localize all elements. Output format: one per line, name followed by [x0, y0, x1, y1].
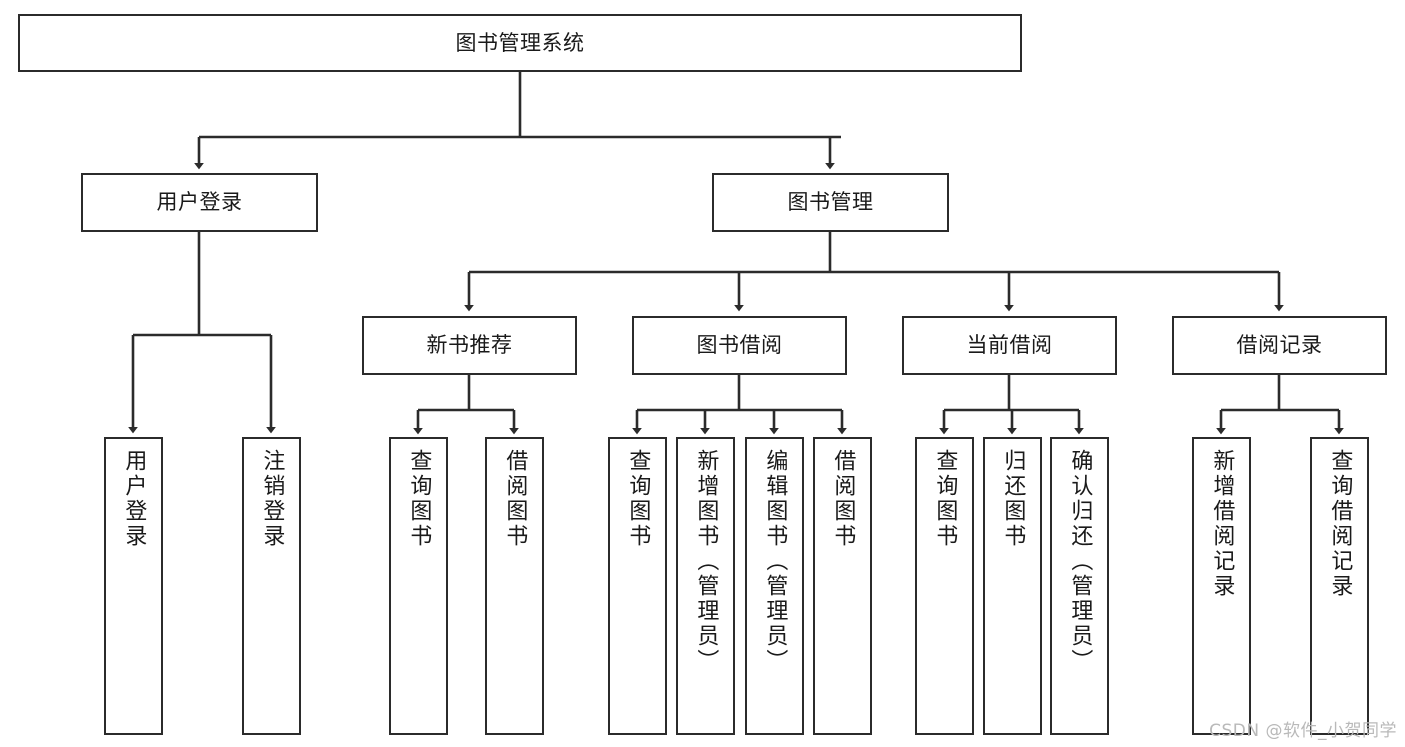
node-leaf-add-book-admin[interactable]: 新增图书（管理员） — [676, 437, 735, 735]
node-leaf-add-borrow-record[interactable]: 新增借阅记录 — [1192, 437, 1251, 735]
node-book-borrow-label: 图书借阅 — [696, 333, 783, 358]
node-leaf-edit-book-admin[interactable]: 编辑图书（管理员） — [745, 437, 804, 735]
node-leaf-borrow-book-1-label: 借阅图书 — [502, 449, 528, 549]
node-leaf-borrow-book-1[interactable]: 借阅图书 — [485, 437, 544, 735]
node-leaf-logout[interactable]: 注销登录 — [242, 437, 301, 735]
node-leaf-user-login[interactable]: 用户登录 — [104, 437, 163, 735]
node-leaf-add-borrow-record-label: 新增借阅记录 — [1209, 449, 1235, 599]
node-leaf-confirm-return-admin-label: 确认归还（管理员） — [1067, 449, 1093, 674]
node-book-manage-label: 图书管理 — [787, 190, 874, 215]
node-current-borrow-label: 当前借阅 — [966, 333, 1053, 358]
node-leaf-borrow-book-2-label: 借阅图书 — [830, 449, 856, 549]
node-leaf-return-book[interactable]: 归还图书 — [983, 437, 1042, 735]
node-leaf-query-book-2-label: 查询图书 — [625, 449, 651, 549]
node-leaf-query-borrow-record-label: 查询借阅记录 — [1327, 449, 1353, 599]
node-leaf-borrow-book-2[interactable]: 借阅图书 — [813, 437, 872, 735]
node-leaf-query-book-1-label: 查询图书 — [406, 449, 432, 549]
node-leaf-query-book-2[interactable]: 查询图书 — [608, 437, 667, 735]
node-leaf-return-book-label: 归还图书 — [1000, 449, 1026, 549]
node-new-book-recommendation[interactable]: 新书推荐 — [362, 316, 577, 375]
node-current-borrow[interactable]: 当前借阅 — [902, 316, 1117, 375]
node-root[interactable]: 图书管理系统 — [18, 14, 1022, 72]
node-borrow-record-label: 借阅记录 — [1236, 333, 1323, 358]
csdn-watermark: CSDN @软件_小贺同学 — [1209, 721, 1397, 741]
node-leaf-confirm-return-admin[interactable]: 确认归还（管理员） — [1050, 437, 1109, 735]
node-leaf-query-book-1[interactable]: 查询图书 — [389, 437, 448, 735]
node-leaf-query-book-3[interactable]: 查询图书 — [915, 437, 974, 735]
node-borrow-record[interactable]: 借阅记录 — [1172, 316, 1387, 375]
node-leaf-add-book-admin-label: 新增图书（管理员） — [693, 449, 719, 674]
node-leaf-query-borrow-record[interactable]: 查询借阅记录 — [1310, 437, 1369, 735]
node-user-login[interactable]: 用户登录 — [81, 173, 318, 232]
node-book-manage[interactable]: 图书管理 — [712, 173, 949, 232]
node-root-label: 图书管理系统 — [455, 30, 585, 55]
node-leaf-logout-label: 注销登录 — [259, 449, 285, 549]
node-leaf-user-login-label: 用户登录 — [121, 449, 147, 549]
node-leaf-query-book-3-label: 查询图书 — [932, 449, 958, 549]
node-book-borrow[interactable]: 图书借阅 — [632, 316, 847, 375]
node-leaf-edit-book-admin-label: 编辑图书（管理员） — [762, 449, 788, 674]
node-new-book-recommendation-label: 新书推荐 — [426, 333, 513, 358]
node-user-login-label: 用户登录 — [156, 190, 243, 215]
